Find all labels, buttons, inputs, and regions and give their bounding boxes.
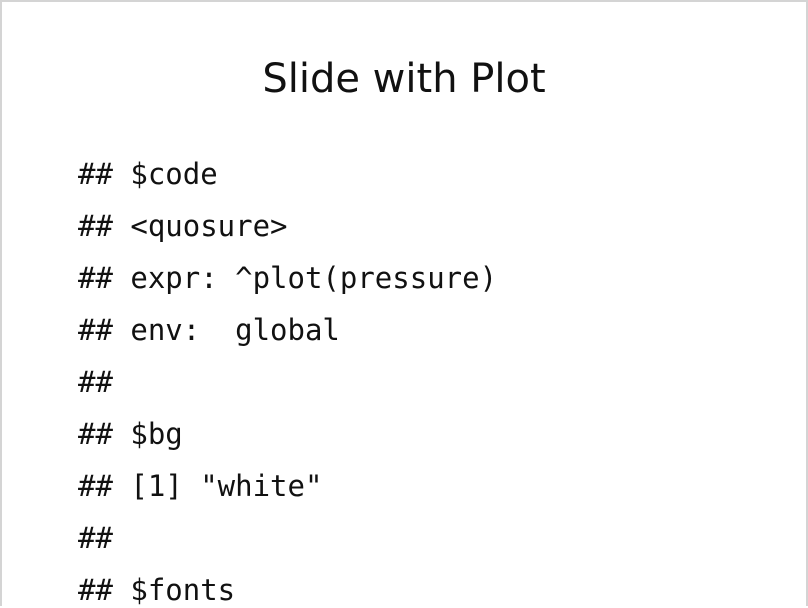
code-line: ## $bg (78, 417, 183, 451)
code-line: ## env: global (78, 313, 340, 347)
code-line: ## (78, 521, 113, 555)
code-output-block: ## $code ## <quosure> ## expr: ^plot(pre… (78, 148, 497, 606)
code-line: ## [1] "white" (78, 469, 323, 503)
code-line: ## <quosure> (78, 209, 288, 243)
code-line: ## $code (78, 157, 218, 191)
code-line: ## $fonts (78, 573, 236, 606)
code-line: ## expr: ^plot(pressure) (78, 261, 498, 295)
slide-title: Slide with Plot (262, 56, 546, 102)
code-line: ## (78, 365, 113, 399)
